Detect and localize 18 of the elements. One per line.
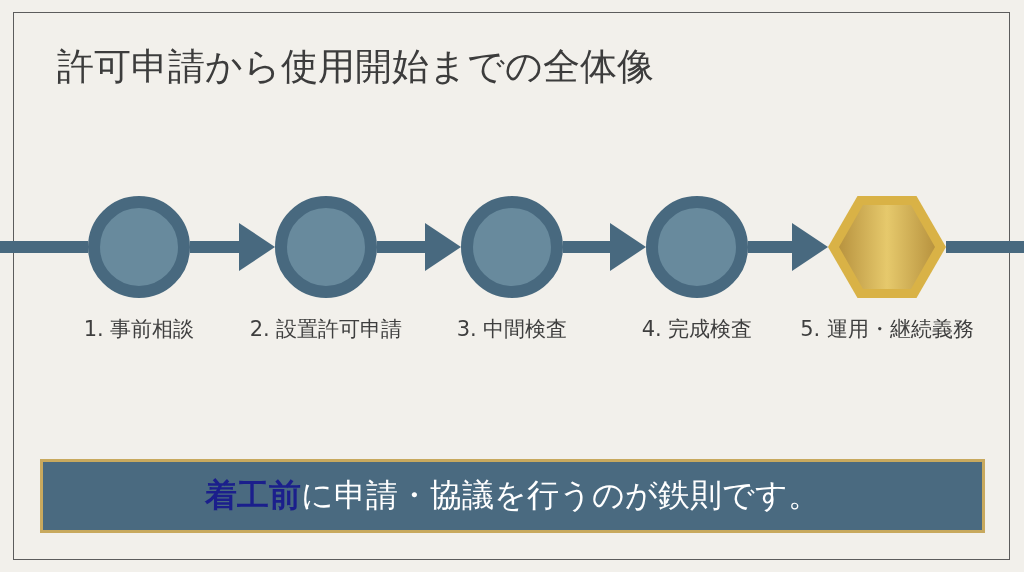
step-hexagon	[828, 196, 946, 298]
step-label: 5. 運用・継続義務	[800, 316, 974, 343]
step-label: 4. 完成検査	[641, 316, 753, 343]
step-circle	[646, 196, 748, 298]
arrow	[563, 223, 646, 271]
step-label: 1. 事前相談	[83, 316, 195, 343]
arrow	[377, 223, 461, 271]
message-banner: 着工前に申請・協議を行うのが鉄則です。	[40, 459, 985, 533]
connector-line	[0, 241, 88, 253]
step-circle	[275, 196, 377, 298]
step-circle	[88, 196, 190, 298]
arrow	[190, 223, 275, 271]
connector-line	[946, 241, 1024, 253]
title: 許可申請から使用開始までの全体像	[57, 44, 654, 90]
step-label: 3. 中間検査	[456, 316, 568, 343]
step-label: 2. 設置許可申請	[249, 316, 403, 343]
step-circle	[461, 196, 563, 298]
arrow	[748, 223, 828, 271]
